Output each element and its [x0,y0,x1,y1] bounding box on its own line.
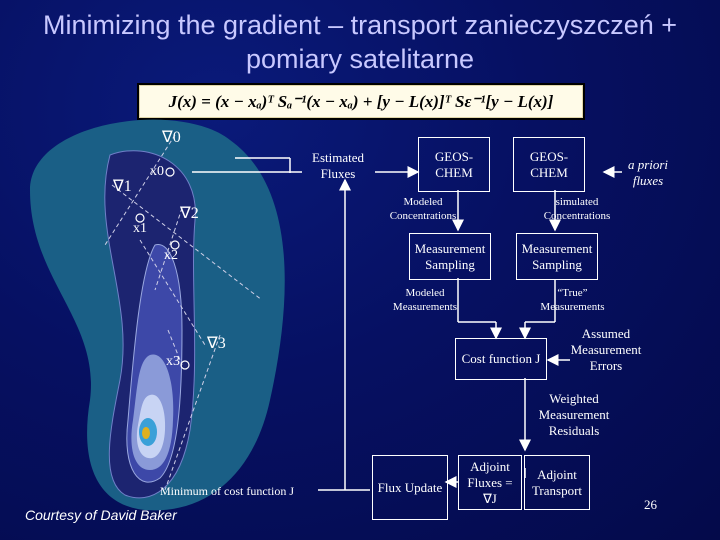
page-number: 26 [644,497,657,513]
minimum-label: Minimum of cost function J [160,484,330,499]
x1-label: x1 [133,221,147,237]
minimum-point [142,427,150,439]
true-measurements-label: “True” Measurements [535,286,610,314]
x3-label: x3 [166,354,180,370]
x0-label: x0 [150,164,164,180]
grad0-label: ∇0 [162,127,181,147]
modeled-measurements-label: Modeled Measurements [385,286,465,314]
adjoint-fluxes-box: Adjoint Fluxes = ∇J [458,455,522,510]
simulated-concentrations-label: simulated Concentrations [537,195,617,223]
grad2-label: ∇2 [180,203,199,223]
geos-chem-apriori-box: GEOS-CHEM [513,137,585,192]
cost-function-box: Cost function J [455,338,547,380]
modeled-concentrations-label: Modeled Concentrations [383,195,463,223]
measurement-sampling-model-box: Measurement Sampling [409,233,491,280]
assumed-errors-label: Assumed Measurement Errors [565,326,647,374]
weighted-residuals-label: Weighted Measurement Residuals [530,391,618,439]
grad3-label: ∇3 [207,333,226,353]
measurement-sampling-true-box: Measurement Sampling [516,233,598,280]
estimated-fluxes-label: Estimated Fluxes [303,150,373,182]
x2-label: x2 [164,248,178,264]
adjoint-transport-box: Adjoint Transport [524,455,590,510]
a-priori-fluxes-label: a priori fluxes [618,157,678,189]
geos-chem-forward-box: GEOS-CHEM [418,137,490,192]
grad1-label: ∇1 [113,176,132,196]
flux-update-box: Flux Update [372,455,448,520]
credit-text: Courtesy of David Baker [25,507,177,523]
